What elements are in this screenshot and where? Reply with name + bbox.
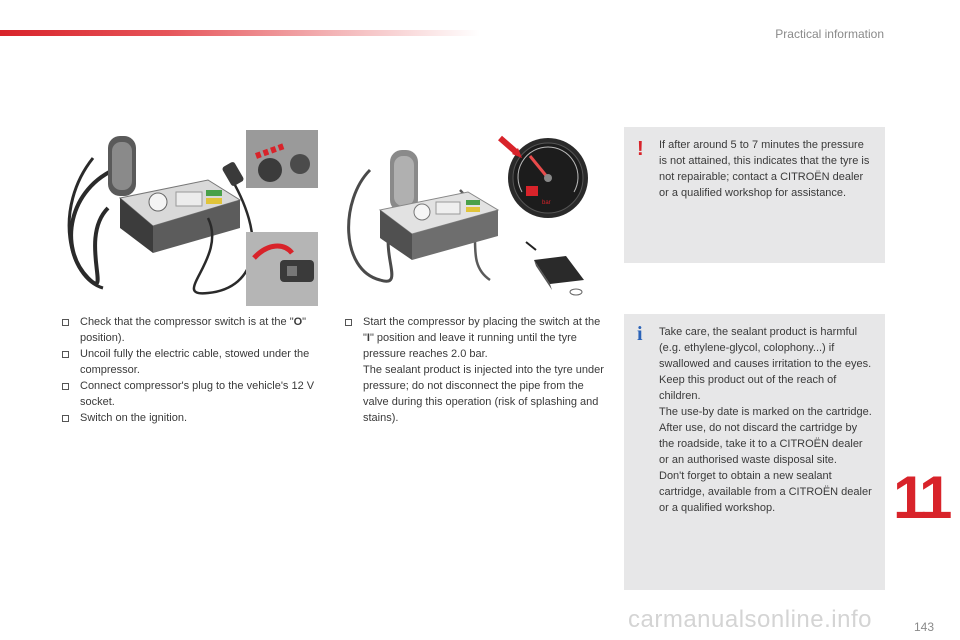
info-paragraph: After use, do not discard the cartridge …: [659, 422, 863, 466]
header-accent-bar: [0, 30, 480, 36]
info-paragraph: Keep this product out of the reach of ch…: [659, 374, 837, 402]
page-number: 143: [914, 620, 935, 634]
warning-box: ! If after around 5 to 7 minutes the pre…: [624, 127, 885, 263]
section-title: Practical information: [775, 27, 884, 41]
info-text: Take care, the sealant product is harmfu…: [659, 324, 874, 516]
info-icon: i: [637, 323, 643, 345]
info-box: i Take care, the sealant product is harm…: [624, 314, 885, 590]
compressor-illustration-middle: bar: [347, 135, 588, 296]
warning-exclamation-icon: !: [637, 138, 644, 160]
compressor-illustration-left: [67, 130, 318, 306]
info-paragraph: The use-by date is marked on the cartrid…: [659, 406, 872, 418]
info-paragraph: Take care, the sealant product is harmfu…: [659, 326, 872, 370]
instruction-list-left: Check that the compressor switch is at t…: [60, 314, 322, 426]
list-item: Uncoil fully the electric cable, stowed …: [60, 346, 322, 378]
info-paragraph: Don't forget to obtain a new sealant car…: [659, 470, 872, 514]
list-item: Check that the compressor switch is at t…: [60, 314, 322, 346]
instruction-list-middle: Start the compressor by placing the swit…: [343, 314, 605, 426]
chapter-number: 11: [893, 464, 952, 531]
list-item: Connect compressor's plug to the vehicle…: [60, 378, 322, 410]
gauge-unit-label: bar: [542, 200, 551, 206]
watermark: carmanualsonline.info: [628, 606, 872, 633]
warning-text: If after around 5 to 7 minutes the press…: [659, 139, 870, 199]
list-item: Start the compressor by placing the swit…: [343, 314, 605, 426]
list-item: Switch on the ignition.: [60, 410, 322, 426]
list-item-continuation: The sealant product is injected into the…: [363, 364, 604, 424]
